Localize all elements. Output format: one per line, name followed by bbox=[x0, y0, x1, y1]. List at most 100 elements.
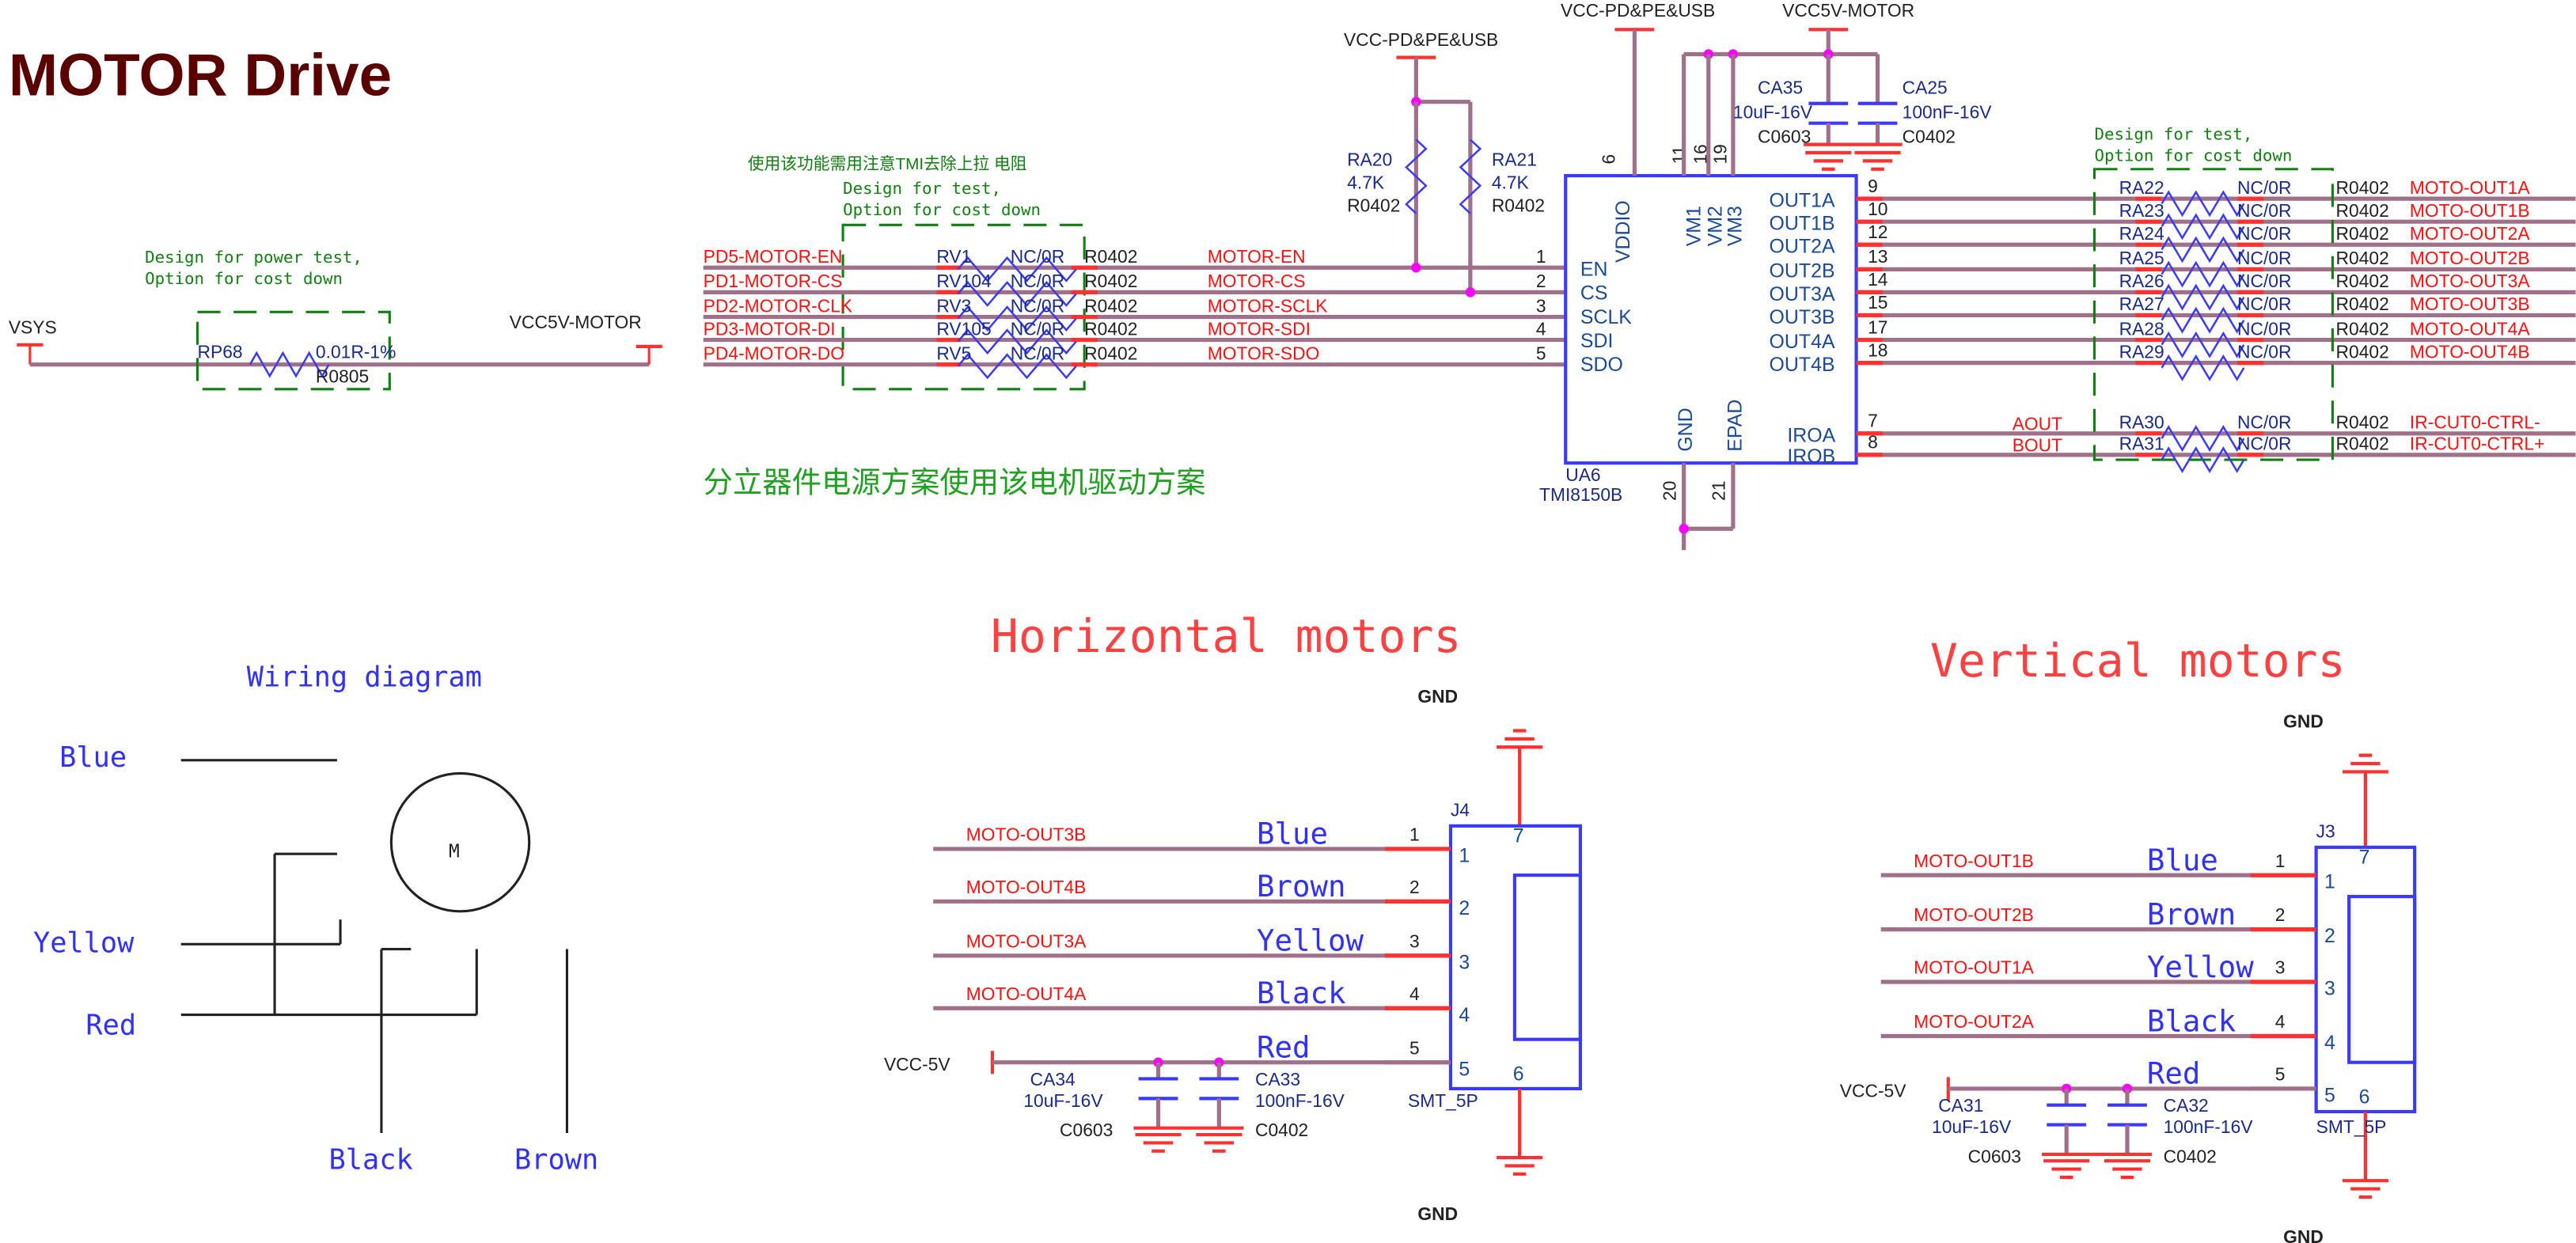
component-ref: RA27 bbox=[2119, 294, 2164, 314]
pin-number: 2 bbox=[2275, 904, 2286, 925]
dashed-option-box bbox=[841, 223, 1086, 391]
connector-ref: J3 bbox=[2316, 820, 2335, 841]
wiring-diagram-title: Wiring diagram bbox=[247, 661, 482, 693]
component-ref: CA32 bbox=[2164, 1095, 2209, 1116]
component-value: NC/0R bbox=[1011, 343, 1064, 363]
pin-number: 5 bbox=[2275, 1064, 2286, 1085]
ic-part-number: TMI8150B bbox=[1539, 484, 1622, 505]
resistor-symbol bbox=[957, 256, 1077, 282]
pin-number: 2 bbox=[2324, 925, 2335, 947]
component-value: 0.01R-1% bbox=[316, 341, 396, 362]
net-label: MOTOR-SDO bbox=[1208, 343, 1320, 363]
pin-number: 1 bbox=[2324, 871, 2335, 893]
ic-body bbox=[1564, 173, 1858, 465]
net-label-vcc5v-motor: VCC5V-MOTOR bbox=[1782, 0, 1914, 21]
component-value: NC/0R bbox=[2237, 271, 2291, 291]
wire-color-label: Red bbox=[1257, 1029, 1310, 1064]
pin-number: 1 bbox=[1409, 824, 1420, 845]
ic-pin-label: IROB bbox=[1787, 445, 1835, 468]
component-value: 100nF-16V bbox=[1255, 1090, 1345, 1111]
net-label: PD4-MOTOR-DO bbox=[704, 343, 844, 363]
component-footprint: R0402 bbox=[2336, 248, 2389, 268]
component-footprint: R0402 bbox=[2336, 177, 2389, 198]
ic-pin-label: VM2 bbox=[1704, 206, 1726, 246]
net-label: MOTO-OUT3B bbox=[966, 824, 1087, 845]
component-ref: RV5 bbox=[936, 343, 971, 363]
component-ref: RA24 bbox=[2119, 223, 2164, 244]
pin-number: 7 bbox=[2359, 847, 2370, 869]
ic-pin-label: EN bbox=[1580, 259, 1608, 281]
pin-number: 8 bbox=[1868, 432, 1878, 453]
ic-pin-label: SDO bbox=[1580, 354, 1623, 376]
component-value: NC/0R bbox=[1011, 295, 1064, 316]
wire-color-label: Yellow bbox=[2147, 949, 2254, 984]
design-note: Option for cost down bbox=[2094, 146, 2292, 165]
ic-pin-label: GND bbox=[1675, 407, 1697, 451]
component-footprint: C0603 bbox=[1758, 127, 1811, 147]
net-label-vcc-pd: VCC-PD&PE&USB bbox=[1344, 29, 1498, 50]
component-value: 10uF-16V bbox=[1023, 1090, 1103, 1111]
ic-pin-label: OUT4A bbox=[1770, 331, 1835, 353]
pin-number: 7 bbox=[1868, 411, 1878, 431]
pin-number: 18 bbox=[1868, 339, 1887, 360]
component-footprint: R0402 bbox=[1084, 343, 1137, 363]
component-ref: CA34 bbox=[1030, 1069, 1076, 1090]
component-footprint: C0603 bbox=[1060, 1120, 1113, 1140]
component-value: NC/0R bbox=[2237, 318, 2291, 339]
pin-number: 11 bbox=[1669, 146, 1690, 165]
wire-color-label: Blue bbox=[2147, 843, 2218, 877]
component-value: NC/0R bbox=[2237, 223, 2291, 244]
ic-pin-label: OUT3A bbox=[1770, 283, 1835, 305]
net-label: MOTO-OUT4B bbox=[966, 877, 1087, 897]
component-value: NC/0R bbox=[2237, 294, 2291, 314]
junction-dot bbox=[1679, 524, 1689, 534]
component-footprint: R0402 bbox=[1084, 271, 1137, 291]
component-value: NC/0R bbox=[2237, 200, 2291, 221]
component-value: NC/0R bbox=[1011, 318, 1064, 339]
resistor-symbol bbox=[2161, 260, 2245, 288]
component-ref: RA21 bbox=[1492, 150, 1537, 170]
component-footprint: R0402 bbox=[2336, 294, 2389, 314]
pin-number: 3 bbox=[1459, 951, 1470, 973]
ic-pin-label: OUT1A bbox=[1770, 189, 1835, 211]
pin-number: 1 bbox=[2275, 851, 2286, 871]
net-label-vcc5v-motor: VCC5V-MOTOR bbox=[510, 312, 642, 332]
resistor-symbol bbox=[2161, 213, 2245, 241]
ic-pin-label: SCLK bbox=[1580, 306, 1632, 328]
pin-number: 3 bbox=[1409, 930, 1420, 951]
component-ref: RA22 bbox=[2119, 177, 2164, 198]
design-note: Design for power test, bbox=[145, 248, 362, 267]
pin-number: 6 bbox=[1513, 1063, 1524, 1086]
resistor-symbol bbox=[957, 305, 1077, 332]
component-ref: RA28 bbox=[2119, 318, 2164, 339]
resistor-symbol bbox=[957, 281, 1077, 307]
net-label: PD3-MOTOR-DI bbox=[704, 318, 836, 339]
component-footprint: R0402 bbox=[2336, 200, 2389, 221]
pin-number: 1 bbox=[1459, 845, 1470, 867]
component-ref: RV104 bbox=[936, 271, 992, 291]
wire-color-label: Red bbox=[85, 1009, 136, 1041]
pin-number: 19 bbox=[1710, 144, 1731, 164]
component-footprint: C0402 bbox=[1903, 127, 1956, 147]
connector-footprint: SMT_5P bbox=[2316, 1116, 2387, 1137]
component-footprint: R0402 bbox=[1084, 295, 1137, 316]
net-label: PD5-MOTOR-EN bbox=[704, 246, 843, 267]
pin-number: 15 bbox=[1868, 292, 1887, 313]
component-footprint: R0402 bbox=[2336, 318, 2389, 339]
pin-number: 6 bbox=[2359, 1086, 2370, 1108]
component-footprint: C0603 bbox=[1968, 1146, 2021, 1166]
component-ref: RP68 bbox=[198, 341, 243, 362]
net-label-bout: BOUT bbox=[2013, 435, 2062, 456]
component-value: 100nF-16V bbox=[2164, 1116, 2254, 1137]
component-footprint: R0402 bbox=[2336, 341, 2389, 362]
connector-footprint: SMT_5P bbox=[1408, 1090, 1478, 1111]
pin-number: 13 bbox=[1868, 246, 1887, 267]
pin-number: 4 bbox=[2324, 1032, 2335, 1054]
pin-number: 3 bbox=[1536, 295, 1546, 316]
component-value: NC/0R bbox=[2237, 341, 2291, 362]
net-label: MOTO-OUT2A bbox=[2410, 223, 2530, 244]
component-value: NC/0R bbox=[2237, 412, 2291, 433]
component-ref: RA25 bbox=[2119, 248, 2164, 268]
pin-number: 5 bbox=[2324, 1085, 2335, 1107]
section-title: Horizontal motors bbox=[991, 609, 1462, 663]
